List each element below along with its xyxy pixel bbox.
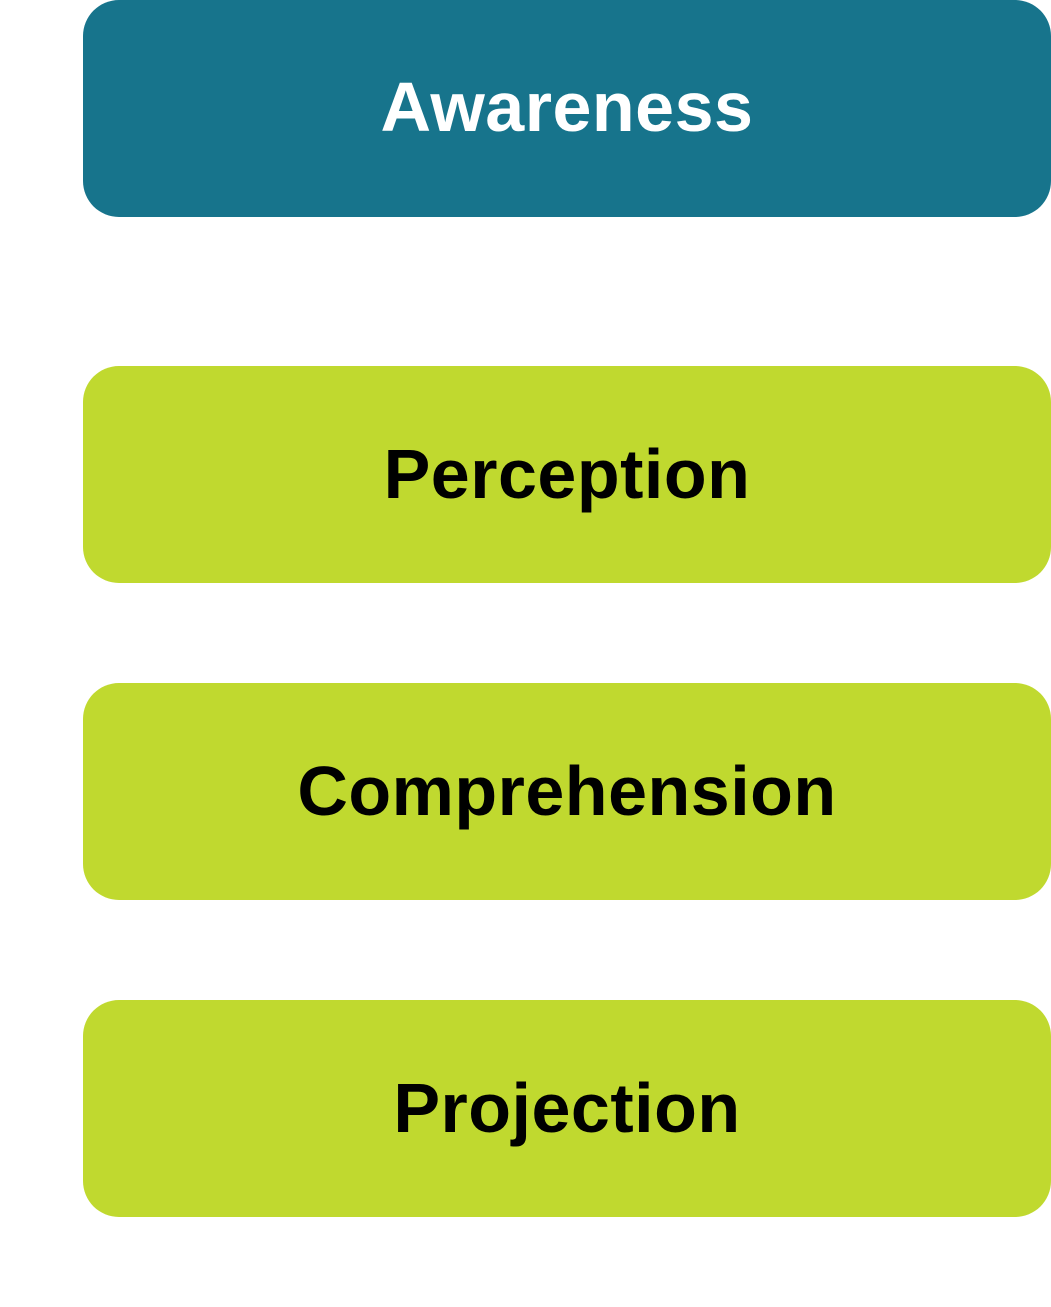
comprehension-box: Comprehension — [83, 683, 1051, 900]
awareness-label: Awareness — [380, 67, 754, 146]
awareness-box: Awareness — [83, 0, 1051, 217]
perception-label: Perception — [383, 434, 751, 513]
perception-box: Perception — [83, 366, 1051, 583]
projection-box: Projection — [83, 1000, 1051, 1217]
comprehension-label: Comprehension — [297, 751, 837, 830]
projection-label: Projection — [393, 1068, 741, 1147]
